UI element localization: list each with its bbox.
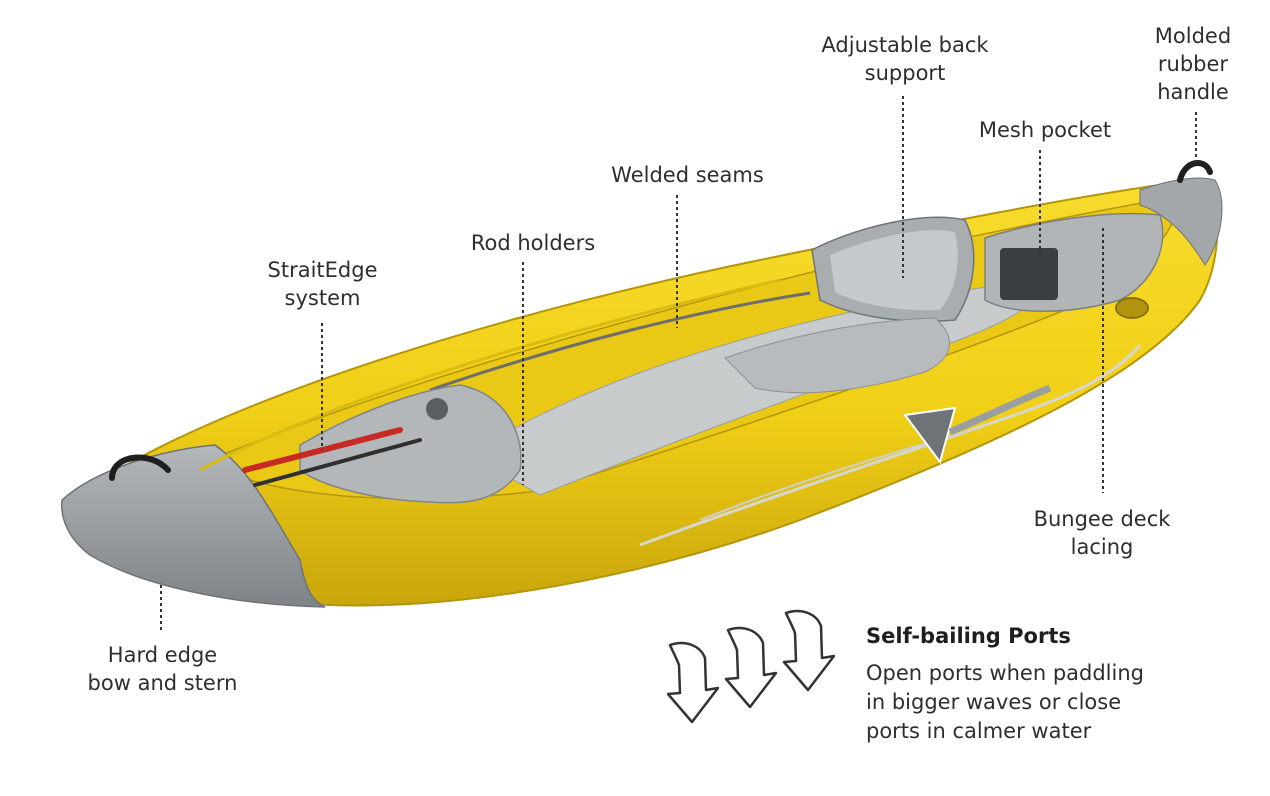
label-line: Molded	[1154, 24, 1232, 48]
label-line: StraitEdge	[267, 258, 378, 282]
label-welded-seams: Welded seams	[590, 161, 785, 189]
label-line: Bungee deck	[1033, 507, 1171, 531]
arrow-icon	[782, 609, 836, 692]
label-line: Welded seams	[611, 163, 764, 187]
self-bailing-line: ports in calmer water	[866, 719, 1092, 743]
self-bailing-line: Open ports when paddling	[866, 661, 1144, 685]
self-bailing-description: Open ports when paddling in bigger waves…	[866, 659, 1144, 746]
leader-lines	[160, 96, 1197, 632]
label-molded-rubber-handle: Molded rubber handle	[1128, 22, 1258, 106]
label-hard-edge-bow-and-stern: Hard edge bow and stern	[75, 641, 250, 697]
downward-arrows	[666, 609, 836, 724]
label-line: handle	[1157, 80, 1229, 104]
label-line: Rod holders	[470, 231, 596, 255]
label-line: Adjustable back	[821, 33, 989, 57]
label-line: bow and stern	[87, 671, 238, 695]
arrow-icon	[724, 626, 778, 709]
label-mesh-pocket: Mesh pocket	[960, 116, 1130, 144]
arrow-icon	[666, 641, 720, 724]
label-bungee-deck-lacing: Bungee deck lacing	[1012, 505, 1192, 561]
kayak-hull	[61, 160, 1223, 608]
label-rod-holders: Rod holders	[448, 229, 618, 257]
label-line: Hard edge	[107, 643, 218, 667]
label-line: system	[284, 286, 361, 310]
label-straitedge-system: StraitEdge system	[245, 256, 400, 312]
label-line: Mesh pocket	[978, 118, 1112, 142]
self-bailing-title: Self-bailing Ports	[866, 624, 1071, 648]
label-line: support	[864, 61, 946, 85]
label-line: rubber	[1157, 52, 1229, 76]
self-bailing-line: in bigger waves or close	[866, 690, 1122, 714]
label-line: lacing	[1070, 535, 1134, 559]
label-adjustable-back-support: Adjustable back support	[790, 31, 1020, 87]
